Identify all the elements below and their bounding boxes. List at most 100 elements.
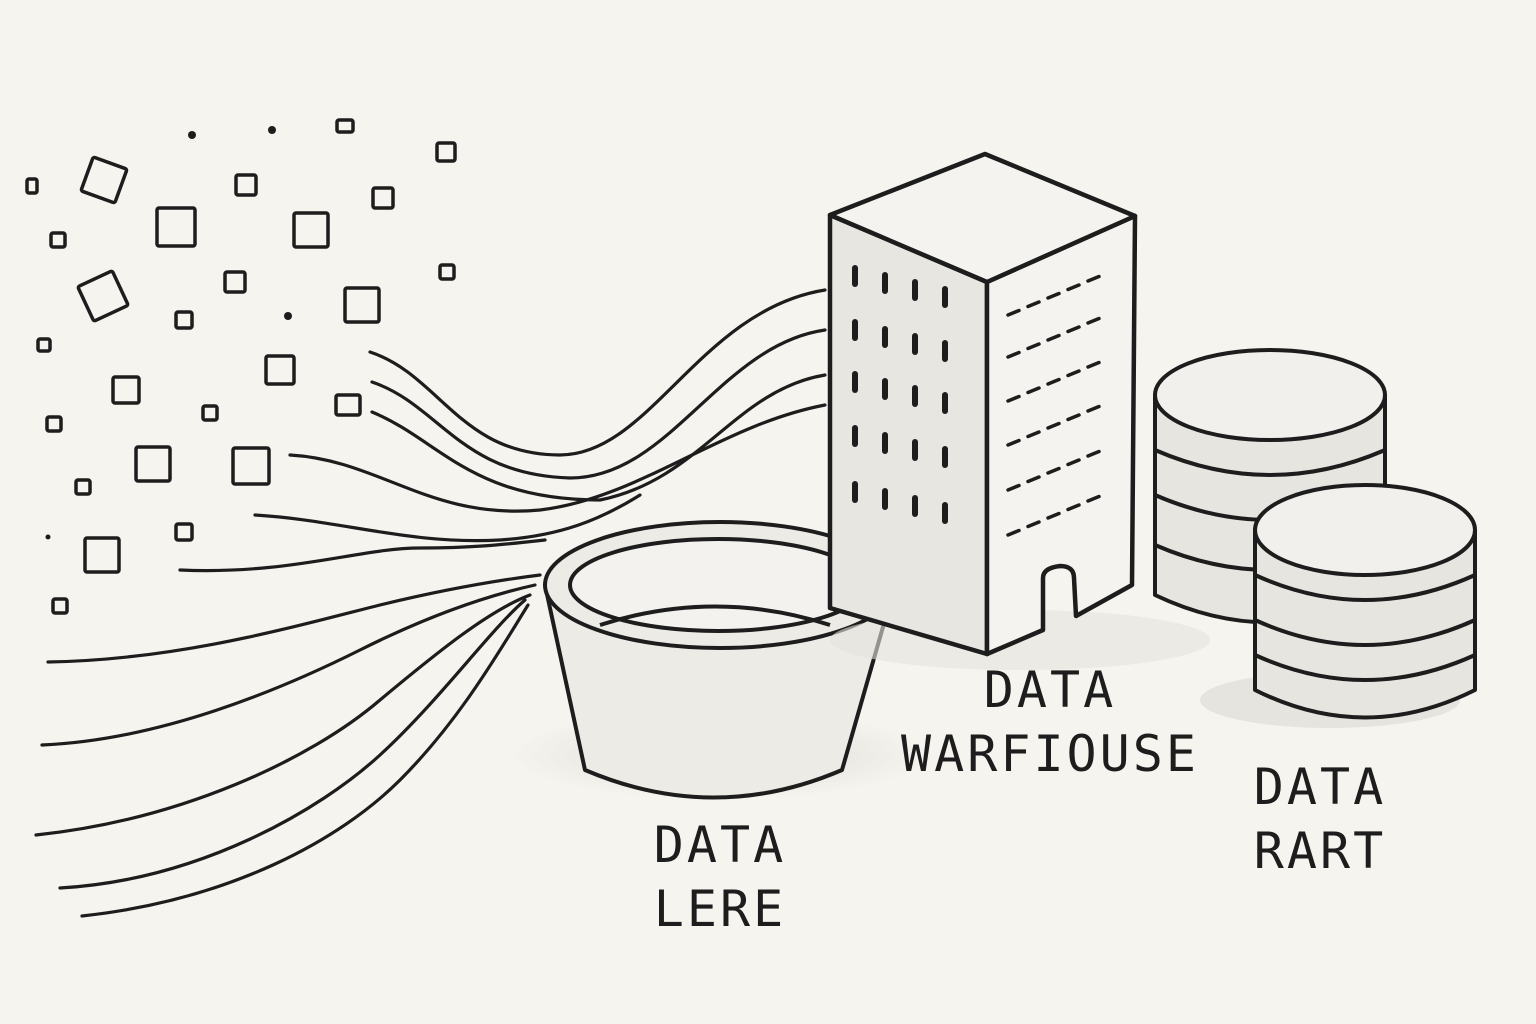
data-square-icon	[134, 445, 172, 483]
warehouse-side-face	[984, 213, 1138, 657]
data-square-icon	[155, 206, 197, 248]
warehouse-side-window	[1086, 404, 1101, 413]
data-square-icon	[334, 393, 362, 417]
warehouse-side-window	[1046, 421, 1061, 430]
db-back-top	[1153, 348, 1387, 442]
flow-line	[80, 603, 530, 918]
lake-bowl-water-edge	[599, 604, 831, 627]
warehouse-windows	[852, 265, 948, 524]
db-front-ring	[1254, 573, 1476, 602]
warehouse-roof	[827, 151, 1138, 285]
data-mart-label: DATA RART	[1220, 762, 1420, 876]
dot	[45, 534, 51, 540]
warehouse-side-window	[1026, 475, 1041, 484]
warehouse-side-window	[1006, 438, 1021, 447]
warehouse-side-window	[1026, 520, 1041, 529]
warehouse-side-window	[1046, 291, 1061, 300]
data-warehouse-label: DATA WARFIOUSE	[880, 665, 1220, 779]
warehouse-side-window	[1006, 483, 1021, 492]
warehouse-side-window	[1086, 494, 1101, 503]
warehouse-side-window	[1066, 283, 1081, 292]
data-square-icon	[174, 522, 194, 542]
data-square-icon	[223, 270, 247, 294]
warehouse-side-window	[1066, 369, 1081, 378]
warehouse-side-window	[1086, 274, 1101, 283]
scattered-data-squares	[25, 118, 457, 615]
db-front-ring	[1254, 653, 1476, 682]
warehouse-building-icon	[827, 151, 1210, 670]
data-square-icon	[371, 186, 395, 210]
db-back-ring	[1154, 448, 1386, 477]
warehouse-side-window	[1006, 394, 1021, 403]
data-square-icon	[174, 310, 194, 330]
data-square-icon	[231, 446, 271, 486]
warehouse-side-window	[1046, 333, 1061, 342]
lake-bowl-inner-rim	[568, 537, 868, 633]
data-square-icon	[51, 597, 69, 615]
flow-line	[370, 328, 827, 480]
data-square-icon	[79, 155, 129, 205]
dot	[284, 312, 292, 320]
data-square-icon	[25, 177, 39, 195]
flow-line	[40, 583, 537, 747]
data-square-icon	[335, 118, 355, 134]
scattered-dots	[45, 126, 292, 540]
database-cylinder-icon	[1253, 483, 1477, 720]
lake-bowl-icon	[543, 520, 897, 800]
flow-line	[288, 403, 827, 513]
data-lake-label: DATA LERE	[620, 820, 820, 934]
data-square-icon	[76, 269, 130, 323]
warehouse-side-window	[1086, 449, 1101, 458]
dot	[188, 131, 196, 139]
warehouse-side-window	[1046, 466, 1061, 475]
db-front-ring	[1254, 618, 1476, 647]
warehouse-side-window	[1046, 511, 1061, 520]
warehouse-side-window	[1026, 342, 1041, 351]
data-square-icon	[292, 211, 330, 249]
warehouse-side-window	[1026, 300, 1041, 309]
data-warehouse-label-line1: DATA	[983, 661, 1117, 719]
data-mart-label-line1: DATA	[1253, 758, 1387, 816]
flow-line	[253, 493, 642, 543]
warehouse-side-window	[1066, 325, 1081, 334]
flow-line	[178, 538, 547, 573]
data-square-icon	[111, 375, 141, 405]
warehouse-side-window	[1026, 386, 1041, 395]
data-mart-label-line2: RART	[1253, 822, 1387, 880]
data-square-icon	[45, 415, 63, 433]
data-warehouse-label-line2: WARFIOUSE	[901, 725, 1199, 783]
flow-line	[34, 593, 532, 837]
data-square-icon	[201, 404, 219, 422]
dot	[268, 126, 276, 134]
flow-line	[58, 598, 527, 890]
warehouse-side-window	[1046, 377, 1061, 386]
warehouse-side-window	[1086, 316, 1101, 325]
data-flow-lines	[34, 288, 827, 918]
warehouse-side-window	[1006, 308, 1021, 317]
flow-line	[370, 373, 827, 502]
warehouse-side-window	[1006, 350, 1021, 359]
db-front-top	[1253, 483, 1477, 577]
db-front-body	[1253, 528, 1477, 720]
warehouse-side-window	[1026, 430, 1041, 439]
warehouse-side-window	[1006, 528, 1021, 537]
data-square-icon	[36, 337, 52, 353]
warehouse-side-windows	[1006, 274, 1101, 537]
data-square-icon	[234, 173, 258, 197]
flow-line	[46, 573, 542, 664]
data-square-icon	[83, 536, 121, 574]
data-lake-label-line1: DATA	[653, 816, 787, 874]
data-square-icon	[435, 141, 457, 163]
data-square-icon	[74, 478, 92, 496]
warehouse-side-window	[1066, 413, 1081, 422]
data-square-icon	[343, 286, 381, 324]
warehouse-side-window	[1066, 458, 1081, 467]
warehouse-side-window	[1066, 503, 1081, 512]
data-square-icon	[49, 231, 67, 249]
warehouse-side-window	[1086, 360, 1101, 369]
data-square-icon	[264, 354, 296, 386]
flow-line	[368, 288, 827, 457]
data-square-icon	[438, 263, 456, 281]
